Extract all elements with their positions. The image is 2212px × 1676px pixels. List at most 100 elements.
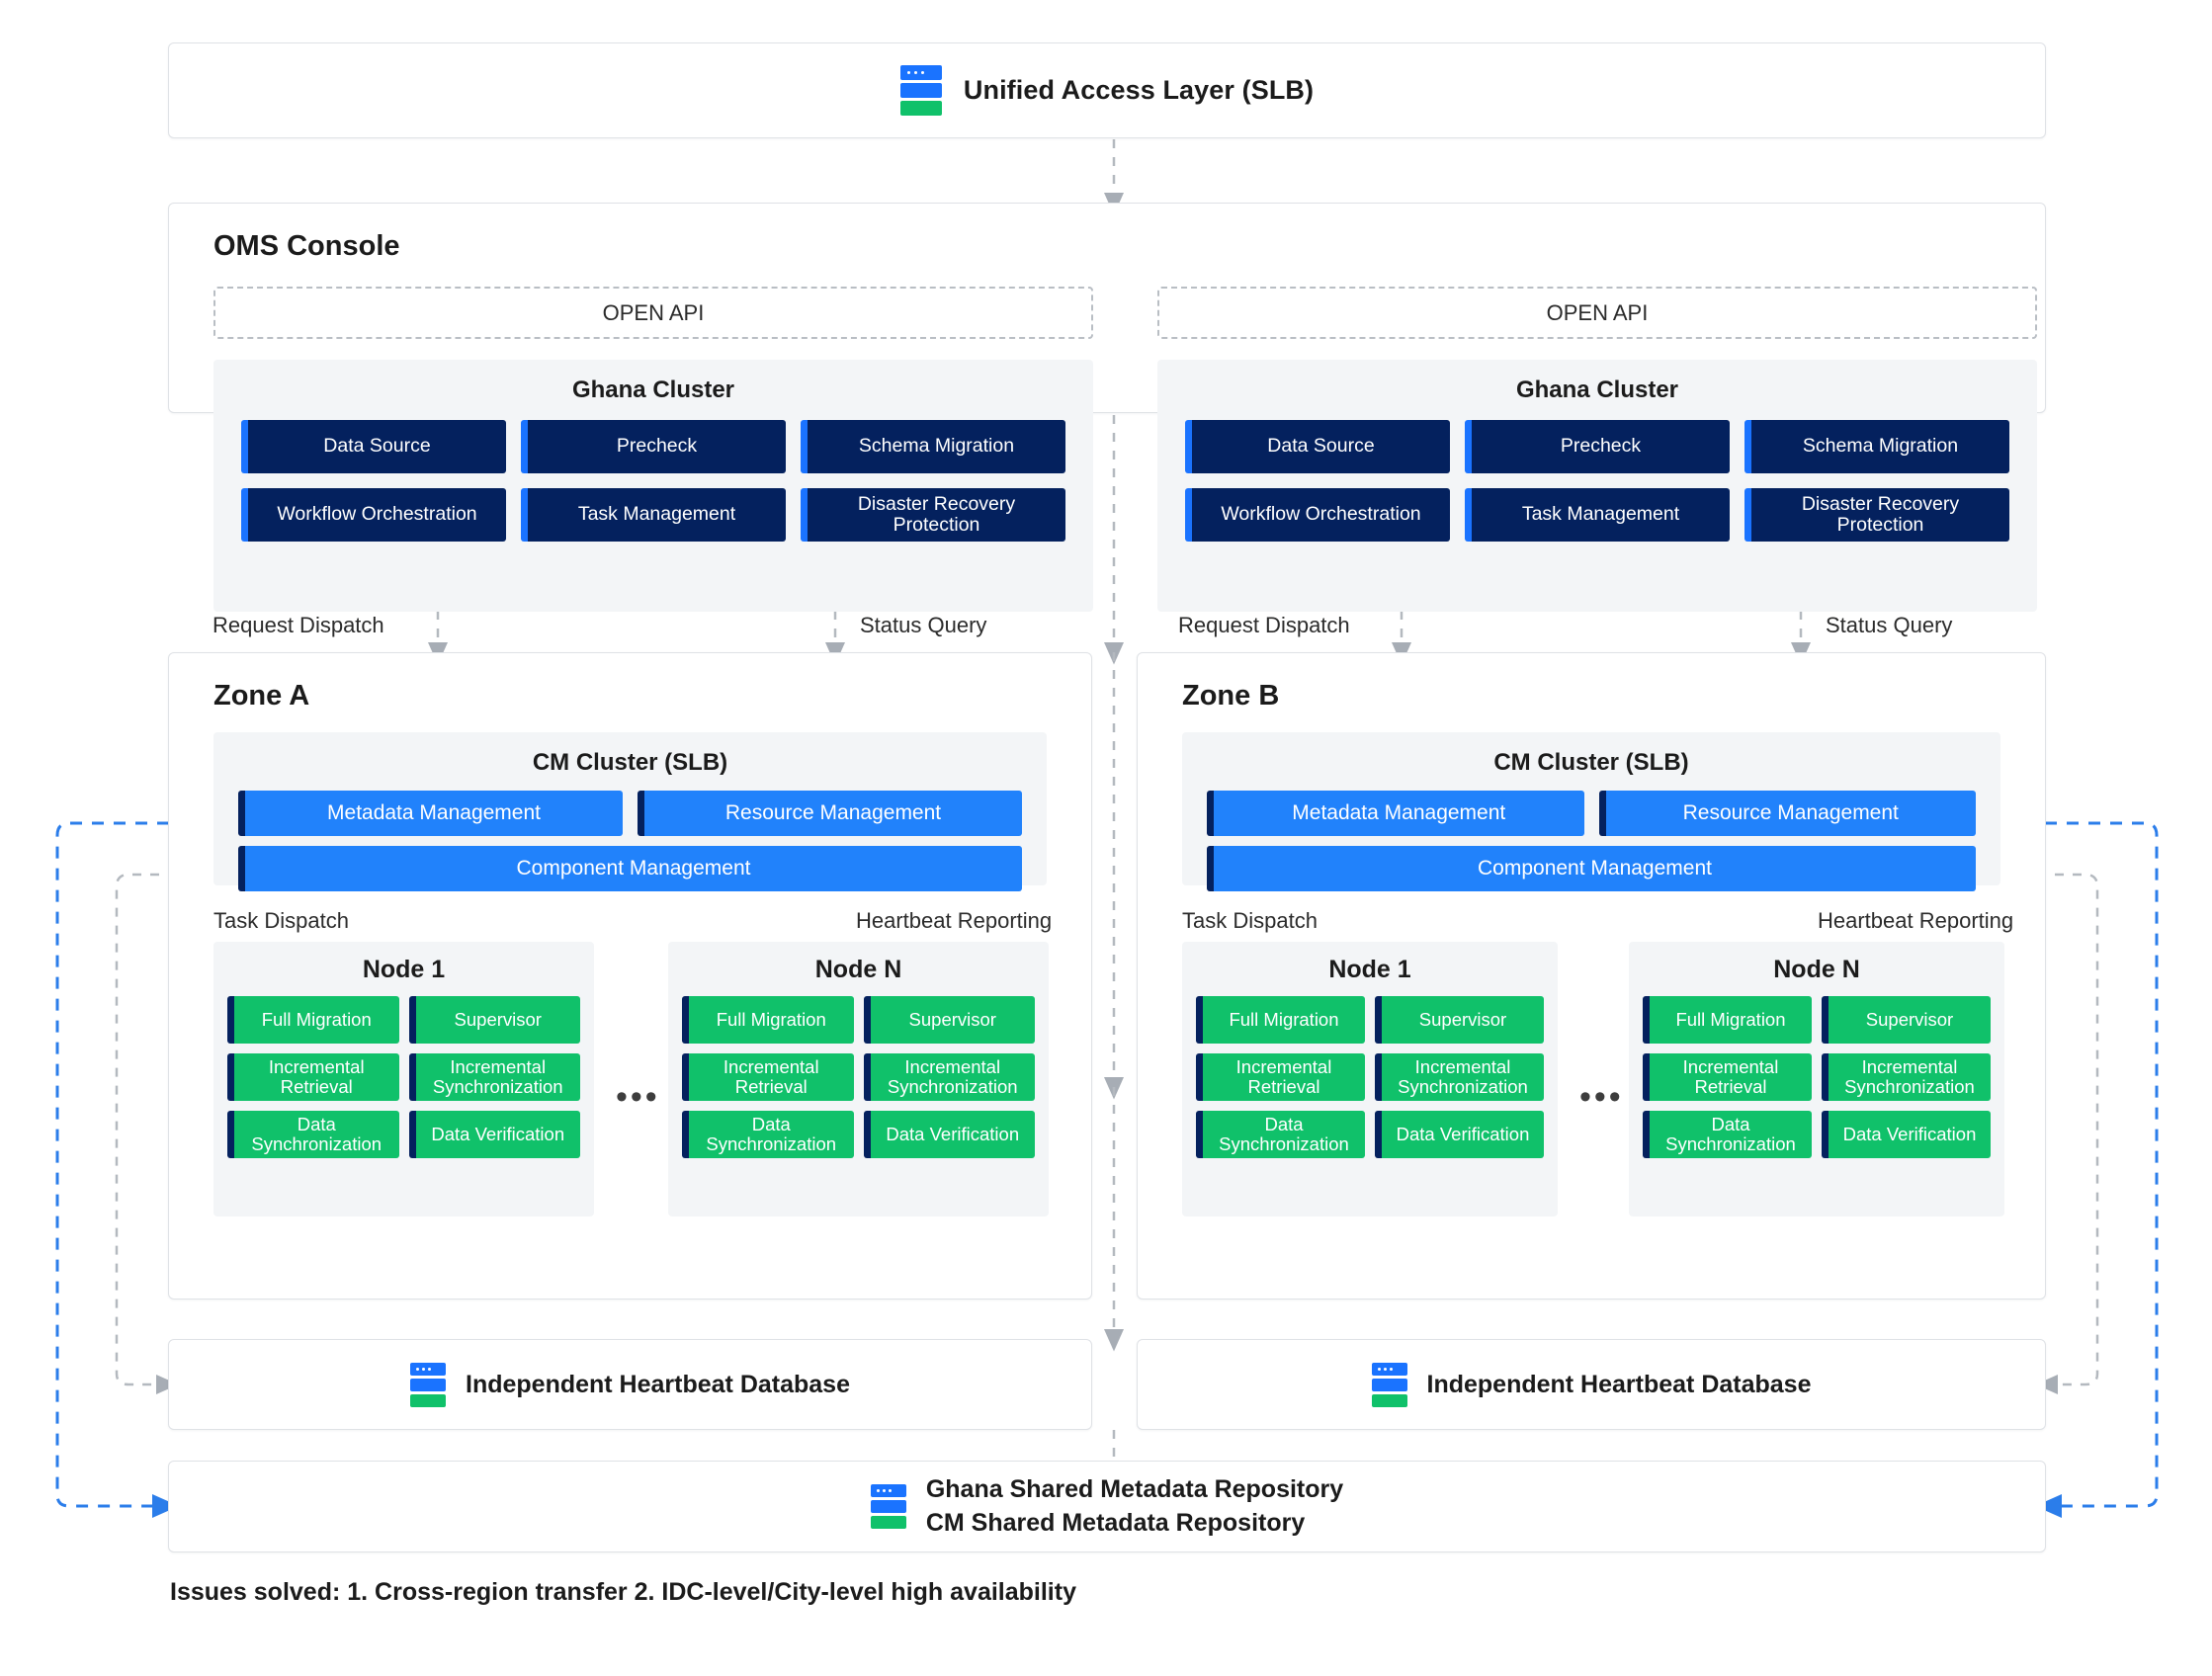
node-item[interactable]: Incremental Synchronization [408, 1053, 580, 1101]
node-card-b1: Node 1 Full Migration Supervisor Increme… [1182, 942, 1558, 1216]
zone-b-card: Zone B CM Cluster (SLB) Metadata Managem… [1137, 652, 2046, 1299]
shared-repository-labels: Ghana Shared Metadata Repository CM Shar… [926, 1474, 1343, 1539]
cm-item[interactable]: Metadata Management [238, 791, 623, 836]
cm-item[interactable]: Metadata Management [1207, 791, 1584, 836]
cm-item[interactable]: Resource Management [638, 791, 1022, 836]
node-item[interactable]: Data Synchronization [1643, 1111, 1812, 1158]
node-items: Full Migration Supervisor Incremental Re… [668, 984, 1049, 1158]
cm-cluster-title-b: CM Cluster (SLB) [1493, 749, 1689, 776]
database-stack-icon [899, 65, 942, 116]
unified-access-layer-label: Unified Access Layer (SLB) [963, 75, 1315, 105]
node-items: Full Migration Supervisor Incremental Re… [1629, 984, 2004, 1158]
heartbeat-database-label: Independent Heartbeat Database [1426, 1370, 1812, 1398]
node-title: Node N [1773, 956, 1860, 983]
ghana-item[interactable]: Precheck [521, 420, 786, 473]
node-item[interactable]: Supervisor [863, 996, 1035, 1044]
node-item[interactable]: Supervisor [1375, 996, 1544, 1044]
ghana-item[interactable]: Data Source [1185, 420, 1450, 473]
footer-caption: Issues solved: 1. Cross-region transfer … [170, 1578, 1076, 1606]
oms-console-card: OMS Console OPEN API OPEN API Ghana Clus… [168, 203, 2046, 612]
node-items: Full Migration Supervisor Incremental Re… [213, 984, 594, 1158]
node-item[interactable]: Data Verification [1375, 1111, 1544, 1158]
label-request-dispatch-b: Request Dispatch [1178, 613, 1350, 637]
label-heartbeat-reporting-a: Heartbeat Reporting [856, 908, 1053, 933]
node-item[interactable]: Full Migration [682, 996, 854, 1044]
cm-cluster-panel-a: CM Cluster (SLB) Metadata Management Res… [213, 732, 1047, 891]
zone-a-title: Zone A [213, 680, 310, 712]
ghana-item[interactable]: Schema Migration [1744, 420, 2009, 473]
node-item[interactable]: Incremental Retrieval [682, 1053, 854, 1101]
node-ellipsis-b: ••• [1579, 1078, 1624, 1116]
node-item[interactable]: Data Verification [863, 1111, 1035, 1158]
node-title: Node 1 [362, 956, 446, 983]
node-item[interactable]: Data Verification [408, 1111, 580, 1158]
cm-item[interactable]: Component Management [238, 846, 1022, 891]
node-item[interactable]: Full Migration [1643, 996, 1812, 1044]
node-item[interactable]: Incremental Retrieval [227, 1053, 399, 1101]
database-stack-icon [410, 1362, 446, 1407]
ghana-item[interactable]: Disaster Recovery Protection [801, 488, 1065, 542]
ghana-item[interactable]: Workflow Orchestration [1185, 488, 1450, 542]
cm-cluster-row2-a: Component Management [213, 836, 1047, 891]
label-task-dispatch-a: Task Dispatch [213, 908, 349, 933]
heartbeat-database-label: Independent Heartbeat Database [466, 1370, 850, 1398]
cm-cluster-panel-b: CM Cluster (SLB) Metadata Management Res… [1182, 732, 2000, 891]
node-card-bn: Node N Full Migration Supervisor Increme… [1629, 942, 2004, 1216]
cm-cluster-title-a: CM Cluster (SLB) [532, 749, 728, 776]
node-item[interactable]: Supervisor [1822, 996, 1991, 1044]
ghana-cluster-title-right: Ghana Cluster [1515, 377, 1679, 403]
ghana-item[interactable]: Task Management [1465, 488, 1730, 542]
unified-access-layer-card: Unified Access Layer (SLB) [168, 42, 2046, 138]
ghana-item[interactable]: Task Management [521, 488, 786, 542]
node-ellipsis-a: ••• [616, 1078, 660, 1116]
cm-item[interactable]: Resource Management [1598, 791, 1976, 836]
node-items: Full Migration Supervisor Incremental Re… [1182, 984, 1558, 1158]
label-heartbeat-reporting-b: Heartbeat Reporting [1818, 908, 2014, 933]
cm-item[interactable]: Component Management [1207, 846, 1976, 891]
node-item[interactable]: Data Synchronization [1196, 1111, 1365, 1158]
cm-shared-repository-label: CM Shared Metadata Repository [925, 1508, 1306, 1537]
node-item[interactable]: Data Synchronization [227, 1111, 399, 1158]
ghana-item[interactable]: Precheck [1465, 420, 1730, 473]
database-stack-icon [870, 1484, 906, 1529]
label-request-dispatch-a: Request Dispatch [213, 613, 384, 637]
ghana-item[interactable]: Disaster Recovery Protection [1744, 488, 2009, 542]
open-api-box-left: OPEN API [213, 287, 1093, 339]
label-task-dispatch-b: Task Dispatch [1182, 908, 1318, 933]
label-status-query-b: Status Query [1826, 613, 1953, 637]
node-item[interactable]: Supervisor [408, 996, 580, 1044]
ghana-item[interactable]: Workflow Orchestration [241, 488, 506, 542]
node-item[interactable]: Full Migration [227, 996, 399, 1044]
node-item[interactable]: Incremental Synchronization [1375, 1053, 1544, 1101]
oms-console-title: OMS Console [213, 230, 400, 262]
node-title: Node 1 [1328, 956, 1411, 983]
cm-cluster-row1-a: Metadata Management Resource Management [213, 777, 1047, 836]
ghana-item[interactable]: Data Source [241, 420, 506, 473]
node-item[interactable]: Data Synchronization [682, 1111, 854, 1158]
zone-b-title: Zone B [1182, 680, 1280, 712]
ghana-cluster-panel-left: Ghana Cluster Data Source Precheck Schem… [213, 360, 1093, 612]
shared-metadata-repository-card: Ghana Shared Metadata Repository CM Shar… [168, 1461, 2046, 1552]
cm-cluster-row1-b: Metadata Management Resource Management [1182, 777, 2000, 836]
ghana-shared-repository-label: Ghana Shared Metadata Repository [925, 1475, 1344, 1504]
node-item[interactable]: Full Migration [1196, 996, 1365, 1044]
ghana-cluster-items-right: Data Source Precheck Schema Migration Wo… [1157, 404, 2037, 542]
cm-cluster-row2-b: Component Management [1182, 836, 2000, 891]
database-stack-icon [1371, 1362, 1407, 1407]
node-card-an: Node N Full Migration Supervisor Increme… [668, 942, 1049, 1216]
heartbeat-database-card-a: Independent Heartbeat Database [168, 1339, 1092, 1430]
node-item[interactable]: Data Verification [1822, 1111, 1991, 1158]
ghana-cluster-title-left: Ghana Cluster [571, 377, 735, 403]
ghana-cluster-panel-right: Ghana Cluster Data Source Precheck Schem… [1157, 360, 2037, 612]
ghana-cluster-items-left: Data Source Precheck Schema Migration Wo… [213, 404, 1093, 542]
heartbeat-database-card-b: Independent Heartbeat Database [1137, 1339, 2046, 1430]
ghana-item[interactable]: Schema Migration [801, 420, 1065, 473]
node-card-a1: Node 1 Full Migration Supervisor Increme… [213, 942, 594, 1216]
node-item[interactable]: Incremental Synchronization [863, 1053, 1035, 1101]
open-api-box-right: OPEN API [1157, 287, 2037, 339]
node-item[interactable]: Incremental Retrieval [1643, 1053, 1812, 1101]
zone-a-card: Zone A CM Cluster (SLB) Metadata Managem… [168, 652, 1092, 1299]
node-item[interactable]: Incremental Retrieval [1196, 1053, 1365, 1101]
node-item[interactable]: Incremental Synchronization [1822, 1053, 1991, 1101]
